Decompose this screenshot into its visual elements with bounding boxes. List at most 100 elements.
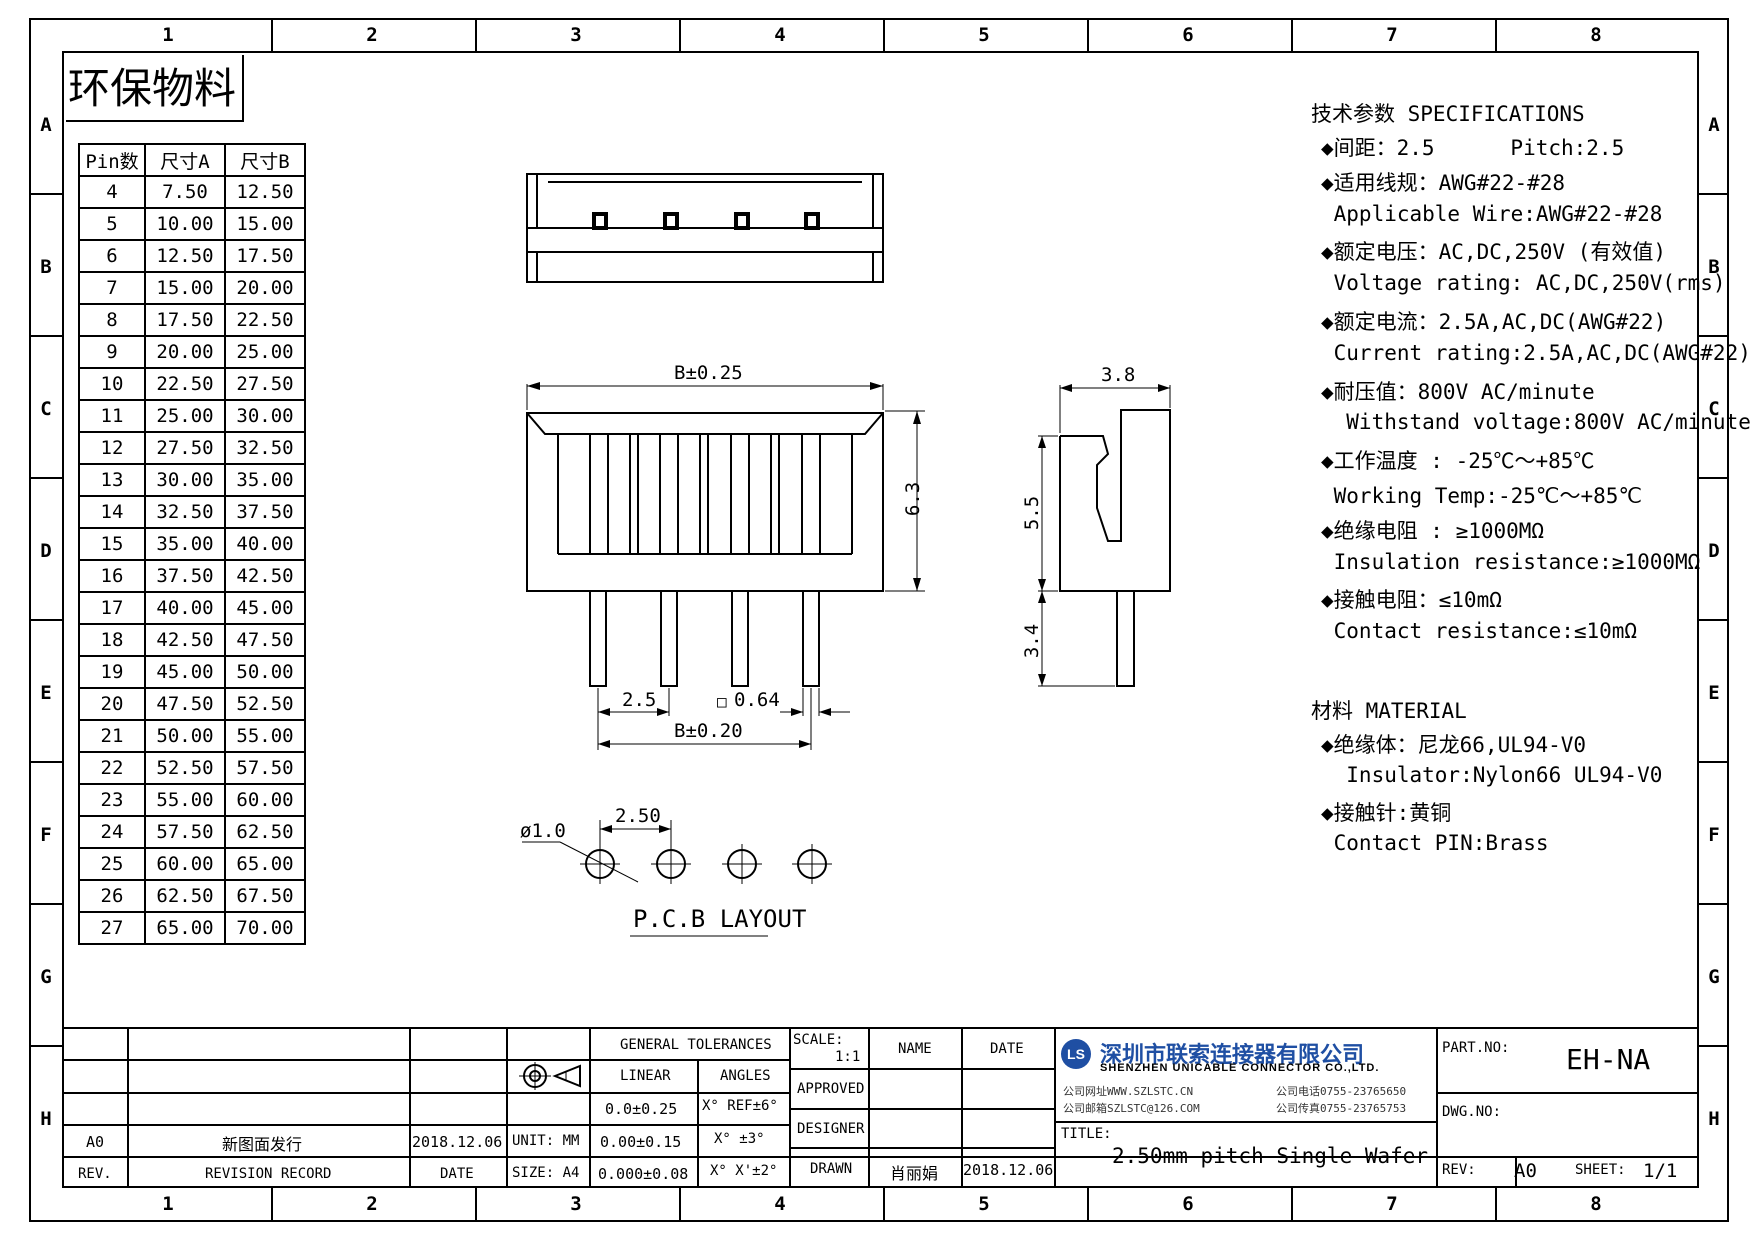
size-a-cell: 55.00: [144, 783, 226, 817]
zone-row-a: A: [1708, 114, 1720, 136]
pin-count-cell: 17: [78, 591, 146, 625]
rev-value: A0: [1514, 1160, 1537, 1182]
size-b-cell: 20.00: [224, 271, 306, 305]
drawing-border-inner: [62, 51, 1699, 1188]
spec-line: Insulation resistance:≥1000MΩ: [1321, 549, 1701, 574]
material-heading: 材料 MATERIAL: [1311, 699, 1467, 723]
pin-count-cell: 16: [78, 559, 146, 593]
spec-line: Applicable Wire:AWG#22-#28: [1321, 201, 1663, 226]
zone-col-2: 2: [366, 24, 378, 46]
drawn-date: 2018.12.06: [963, 1161, 1054, 1179]
rev-a0-row: A0: [86, 1133, 105, 1151]
scale-label: SCALE:: [793, 1032, 844, 1048]
size-a-cell: 35.00: [144, 527, 226, 561]
unit-label: UNIT: MM: [512, 1133, 580, 1149]
material-line: ◆接触针:黄铜: [1321, 801, 1452, 825]
company-name-cn: 深圳市联索连接器有限公司: [1100, 1043, 1365, 1068]
drawing-title: 2.50mm pitch Single Wafer: [1112, 1144, 1429, 1168]
size-a-cell: 50.00: [144, 719, 226, 753]
size-a-cell: 62.50: [144, 879, 226, 913]
size-b-cell: 40.00: [224, 527, 306, 561]
drawn-label: DRAWN: [810, 1161, 853, 1177]
spec-line: ◆耐压值：800V AC/minute: [1321, 379, 1595, 404]
size-a-cell: 7.50: [144, 175, 226, 209]
pin-count-cell: 5: [78, 207, 146, 241]
pin-count-cell: 15: [78, 527, 146, 561]
part-number: EH-NA: [1566, 1043, 1651, 1076]
zone-col-1: 1: [162, 1193, 174, 1215]
rev-label: REV:: [1442, 1162, 1476, 1178]
pin-count-cell: 20: [78, 687, 146, 721]
zone-row-c: C: [1708, 398, 1720, 420]
zone-row-f: F: [40, 824, 52, 846]
pin-count-cell: 22: [78, 751, 146, 785]
size-label: SIZE: A4: [512, 1165, 580, 1181]
sheet-value: 1/1: [1643, 1160, 1678, 1182]
general-tolerances-label: GENERAL TOLERANCES: [620, 1037, 772, 1053]
spec-line: ◆额定电压：AC,DC,250V (有效值): [1321, 240, 1667, 265]
zone-row-h: H: [1708, 1108, 1720, 1130]
sheet-label: SHEET:: [1575, 1162, 1626, 1178]
revision-date-entry: 2018.12.06: [412, 1133, 503, 1151]
pin-count-cell: 8: [78, 303, 146, 337]
size-a-cell: 12.50: [144, 239, 226, 273]
zone-col-5: 5: [978, 1193, 990, 1215]
size-b-cell: 55.00: [224, 719, 306, 753]
zone-row-e: E: [1708, 682, 1720, 704]
spec-line: ◆间距：2.5 Pitch:2.5: [1321, 136, 1625, 160]
spec-line: ◆额定电流：2.5A,AC,DC(AWG#22): [1321, 310, 1667, 334]
pin-count-cell: 6: [78, 239, 146, 273]
tol-lin-3: 0.000±0.08: [598, 1165, 689, 1183]
size-a-cell: 17.50: [144, 303, 226, 337]
header-size-b: 尺寸B: [224, 143, 306, 177]
spec-heading: 技术参数 SPECIFICATIONS: [1311, 102, 1585, 126]
pcb-hole-dim: ø1.0: [520, 820, 566, 842]
dim-pin: 0.64: [734, 689, 780, 711]
pin-count-cell: 13: [78, 463, 146, 497]
size-b-cell: 47.50: [224, 623, 306, 657]
size-b-cell: 25.00: [224, 335, 306, 369]
company-name-en: SHENZHEN UNICABLE CONNECTOR CO.,LTD.: [1100, 1062, 1380, 1074]
pin-count-cell: 9: [78, 335, 146, 369]
pin-count-cell: 14: [78, 495, 146, 529]
front-pins: [589, 433, 821, 687]
size-b-cell: 30.00: [224, 399, 306, 433]
size-b-cell: 22.50: [224, 303, 306, 337]
linear-label: LINEAR: [620, 1068, 671, 1084]
size-b-cell: 27.50: [224, 367, 306, 401]
title-block-lines: [62, 1027, 1699, 1188]
pin-count-cell: 11: [78, 399, 146, 433]
dim-b-body: B±0.25: [674, 362, 743, 384]
tol-lin-1: 0.0±0.25: [605, 1100, 678, 1118]
revision-record-header: REVISION RECORD: [205, 1166, 332, 1182]
zone-row-d: D: [1708, 540, 1720, 562]
table-header-row: Pin数 尺寸A 尺寸B: [78, 143, 306, 177]
size-a-cell: 10.00: [144, 207, 226, 241]
zone-row-b: B: [40, 256, 52, 278]
eco-material-badge: 环保物料: [66, 55, 245, 122]
tol-ang-2: X° ±3°: [714, 1131, 765, 1147]
dim-b-pins: B±0.20: [674, 720, 743, 742]
spec-line: Contact resistance:≤10mΩ: [1321, 619, 1638, 644]
size-a-cell: 22.50: [144, 367, 226, 401]
zone-col-5: 5: [978, 24, 990, 46]
dim-side-height: 5.5: [1021, 495, 1044, 531]
zone-col-8: 8: [1590, 1193, 1602, 1215]
zone-col-6: 6: [1182, 24, 1194, 46]
size-b-cell: 52.50: [224, 687, 306, 721]
pin-count-cell: 18: [78, 623, 146, 657]
size-b-cell: 37.50: [224, 495, 306, 529]
angles-label: ANGLES: [720, 1068, 771, 1084]
company-fax: 公司传真0755-23765753: [1276, 1102, 1407, 1115]
front-view: [526, 382, 925, 750]
